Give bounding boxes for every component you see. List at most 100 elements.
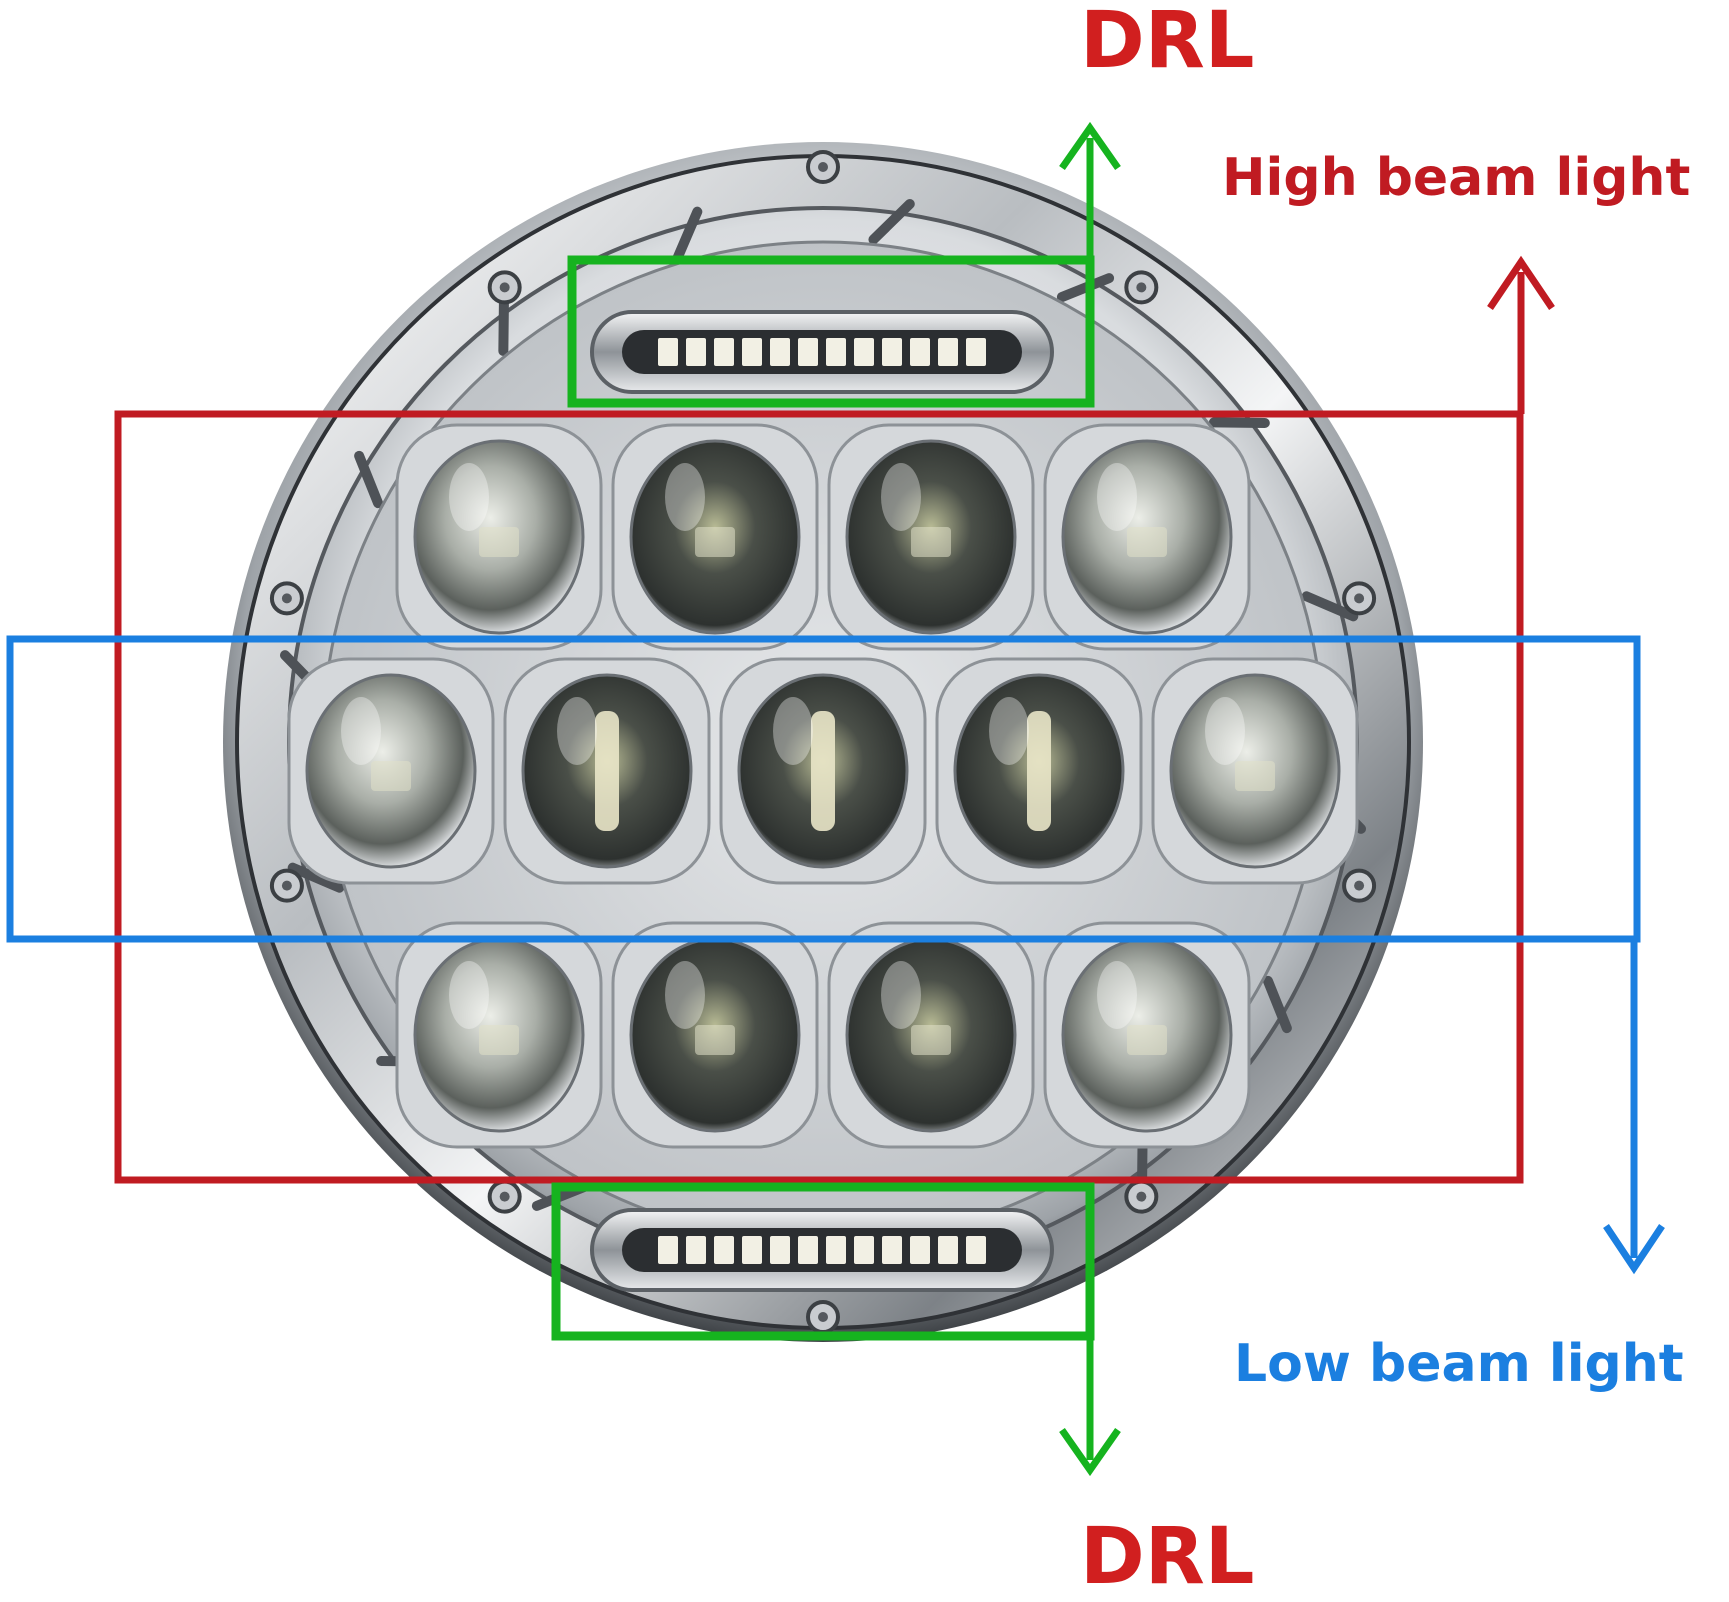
- ring-slot: [1056, 273, 1115, 303]
- led-lens: [395, 921, 603, 1149]
- drl-led-chip: [910, 1236, 930, 1264]
- drl-led-chip: [686, 338, 706, 366]
- led-emitter: [1235, 761, 1275, 791]
- drl-led-chip: [770, 338, 790, 366]
- drl-channel: [622, 330, 1022, 374]
- lens-highlight: [341, 697, 381, 765]
- high-beam-label: High beam light: [1222, 148, 1691, 208]
- led-lens: [1043, 423, 1251, 651]
- low-beam-label: Low beam light: [1234, 1334, 1684, 1394]
- ring-slot: [672, 206, 703, 264]
- drl-led-chip: [882, 1236, 902, 1264]
- drl-led-chip: [714, 338, 734, 366]
- drl-label-top: DRL: [1080, 0, 1255, 86]
- lens-highlight: [989, 697, 1029, 765]
- led-emitter: [695, 1025, 735, 1055]
- ring-slot: [1262, 975, 1292, 1034]
- led-emitter: [695, 527, 735, 557]
- ring-slot: [1208, 417, 1270, 428]
- drl-channel: [622, 1228, 1022, 1272]
- drl-label-bottom: DRL: [1080, 1512, 1255, 1602]
- drl-led-chip: [938, 338, 958, 366]
- led-lens: [1043, 921, 1251, 1149]
- screw-head: [499, 282, 510, 293]
- screw-head: [818, 162, 828, 172]
- led-emitter: [479, 527, 519, 557]
- led-emitter: [911, 527, 951, 557]
- led-lens: [827, 921, 1035, 1149]
- drl-led-chip: [798, 1236, 818, 1264]
- ring-slot: [868, 198, 915, 245]
- drl-led-chip: [854, 1236, 874, 1264]
- drl-led-chip: [854, 338, 874, 366]
- drl-led-chip: [910, 338, 930, 366]
- drl-led-chip: [882, 338, 902, 366]
- screw-head: [1136, 282, 1147, 293]
- led-lens: [503, 657, 711, 885]
- lens-highlight: [449, 463, 489, 531]
- ring-slot: [498, 295, 509, 357]
- ring-slot: [287, 862, 345, 893]
- ring-slot: [354, 450, 384, 509]
- lens-highlight: [773, 697, 813, 765]
- drl-led-chip: [966, 338, 986, 366]
- lens-highlight: [665, 463, 705, 531]
- lens-highlight: [449, 961, 489, 1029]
- lens-highlight: [881, 463, 921, 531]
- drl-strip-top: [590, 310, 1054, 394]
- drl-led-chip: [658, 338, 678, 366]
- ring-slot: [1301, 591, 1359, 622]
- drl-box-top: [567, 255, 1095, 408]
- lens-highlight: [557, 697, 597, 765]
- drl-led-chip: [686, 1236, 706, 1264]
- drl-led-chip: [742, 1236, 762, 1264]
- lens-highlight: [881, 961, 921, 1029]
- drl-led-chip: [826, 1236, 846, 1264]
- lens-highlight: [1097, 463, 1137, 531]
- drl-led-chip: [770, 1236, 790, 1264]
- led-lens: [827, 423, 1035, 651]
- screw-head: [281, 880, 292, 891]
- annotation-overlay: [6, 121, 1665, 1477]
- lens-highlight: [1097, 961, 1137, 1029]
- low-beam-arrow-head: [1603, 1224, 1665, 1275]
- drl-strip-bottom: [590, 1208, 1054, 1292]
- drl-bottom-arrow-head: [1059, 1427, 1121, 1477]
- drl-top-arrow-head: [1059, 121, 1121, 171]
- screw-head: [818, 1312, 828, 1322]
- screw-head: [499, 1191, 510, 1202]
- low-beam-box: [6, 635, 1641, 943]
- led-lens: [719, 657, 927, 885]
- led-emitter: [371, 761, 411, 791]
- led-lens: [395, 423, 603, 651]
- led-emitter: [1127, 527, 1167, 557]
- drl-led-chip: [798, 338, 818, 366]
- led-emitter: [1027, 711, 1051, 831]
- led-lens: [611, 423, 819, 651]
- led-emitter: [479, 1025, 519, 1055]
- drl-led-chip: [714, 1236, 734, 1264]
- screw-head: [1354, 880, 1365, 891]
- led-lens: [935, 657, 1143, 885]
- led-emitter: [595, 711, 619, 831]
- headlamp: [223, 142, 1423, 1342]
- screw-head: [1136, 1191, 1147, 1202]
- high-beam-arrow-head: [1487, 255, 1555, 310]
- screw-head: [281, 593, 292, 604]
- led-emitter: [911, 1025, 951, 1055]
- led-lens: [1151, 657, 1359, 885]
- drl-led-chip: [938, 1236, 958, 1264]
- screw-head: [1354, 593, 1365, 604]
- drl-led-chip: [966, 1236, 986, 1264]
- high-beam-box: [114, 410, 1524, 1184]
- lens-highlight: [1205, 697, 1245, 765]
- drl-led-chip: [658, 1236, 678, 1264]
- led-lens: [611, 921, 819, 1149]
- lens-highlight: [665, 961, 705, 1029]
- drl-led-chip: [742, 338, 762, 366]
- drl-box-bottom: [551, 1182, 1095, 1341]
- led-emitter: [1127, 1025, 1167, 1055]
- led-lens: [287, 657, 495, 885]
- led-emitter: [811, 711, 835, 831]
